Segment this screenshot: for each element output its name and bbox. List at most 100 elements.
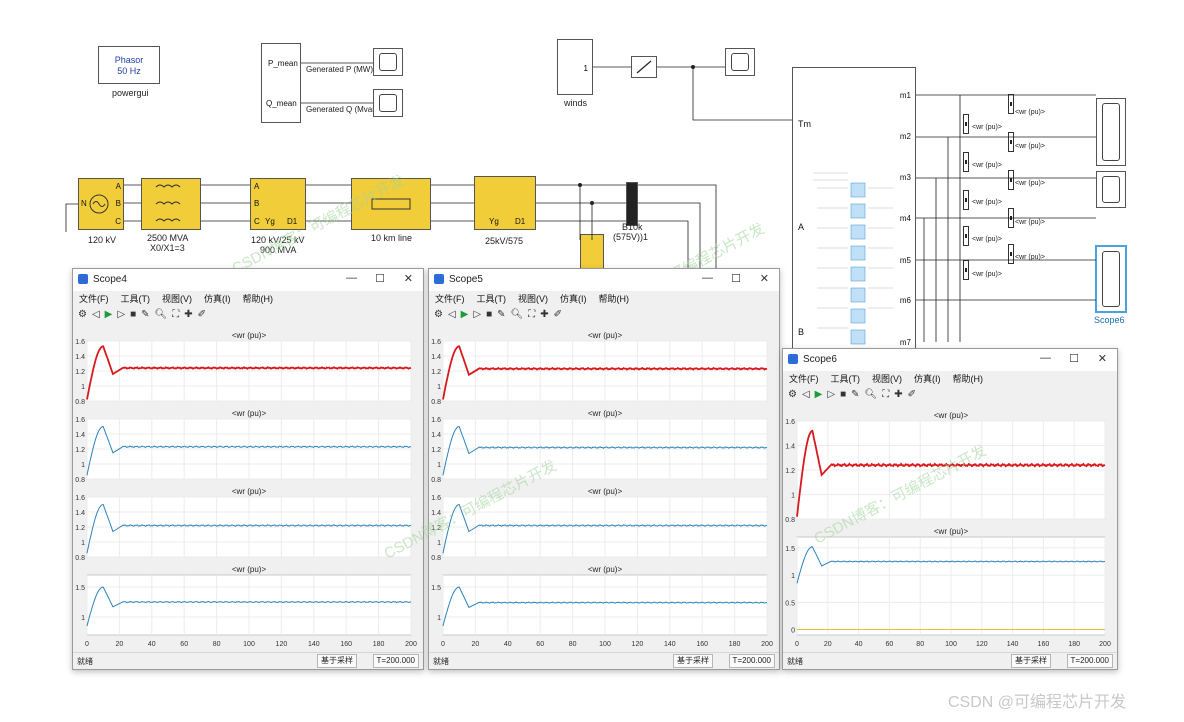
menu-simulation[interactable]: 仿真(I) xyxy=(560,294,587,304)
menu-help[interactable]: 帮助(H) xyxy=(952,374,984,384)
run-icon[interactable]: ▶ xyxy=(460,309,469,320)
scope4-window[interactable]: Scope4 — ☐ ✕ 文件(F) 工具(T) 视图(V) 仿真(I) 帮助(H) ⚙… xyxy=(72,268,424,670)
gear-icon[interactable]: ⚙ xyxy=(434,309,443,320)
selector-2[interactable] xyxy=(963,114,969,134)
fit-icon[interactable]: ⛶ xyxy=(882,389,890,400)
menu-view[interactable]: 视图(V) xyxy=(162,294,192,304)
menu-tools[interactable]: 工具(T) xyxy=(830,374,861,384)
run-icon[interactable]: ▶ xyxy=(104,309,113,320)
minimize-icon[interactable]: — xyxy=(702,272,713,284)
scope-right-3-icon[interactable] xyxy=(1095,245,1127,313)
transformer-25kv-575-block[interactable]: Yg D1 xyxy=(474,176,536,230)
scope-wind-icon[interactable] xyxy=(725,48,755,76)
scope-panel[interactable]: <wr (pu)>0.811.21.41.6 xyxy=(75,487,412,562)
selector-8[interactable] xyxy=(963,226,969,246)
line-10km-block[interactable] xyxy=(351,178,431,230)
selector-6[interactable] xyxy=(963,190,969,210)
step-forward-icon[interactable]: ▷ xyxy=(473,309,482,320)
selector-4[interactable] xyxy=(963,152,969,172)
step-back-icon[interactable]: ◁ xyxy=(801,389,810,400)
cursor-icon[interactable]: ✚ xyxy=(540,309,549,320)
step-forward-icon[interactable]: ▷ xyxy=(827,389,836,400)
step-back-icon[interactable]: ◁ xyxy=(91,309,100,320)
scope5-titlebar[interactable]: Scope5 — ☐ ✕ xyxy=(429,269,779,291)
maximize-icon[interactable]: ☐ xyxy=(731,273,741,285)
scope6-window[interactable]: Scope6 — ☐ ✕ 文件(F) 工具(T) 视图(V) 仿真(I) 帮助(H) ⚙… xyxy=(782,348,1118,670)
run-icon[interactable]: ▶ xyxy=(814,389,823,400)
zoom-icon[interactable]: 🔍︎ xyxy=(154,309,168,320)
selector-9[interactable] xyxy=(1008,244,1014,264)
scope-p-icon[interactable] xyxy=(373,48,403,76)
menu-simulation[interactable]: 仿真(I) xyxy=(914,374,941,384)
winds-block[interactable]: 1 xyxy=(557,39,593,95)
source-port-b: B xyxy=(115,199,121,208)
wind-farm-subsystem[interactable]: Tm A B m1 m2 m3 m4 m5 m6 m7 xyxy=(792,67,916,357)
selector-1[interactable] xyxy=(1008,94,1014,114)
minimize-icon[interactable]: — xyxy=(1040,352,1051,364)
zoom-icon[interactable]: 🔍︎ xyxy=(864,389,878,400)
edit-icon[interactable]: ✐ xyxy=(553,309,562,320)
scope-panel[interactable]: <wr (pu)>0.811.21.41.6 xyxy=(431,487,768,562)
menu-file[interactable]: 文件(F) xyxy=(435,294,465,304)
maximize-icon[interactable]: ☐ xyxy=(1069,353,1079,365)
highlight-icon[interactable]: ✎ xyxy=(497,309,506,320)
pq-mean-block[interactable]: P_mean Q_mean xyxy=(261,43,301,123)
selector-10[interactable] xyxy=(963,260,969,280)
selector-3[interactable] xyxy=(1008,132,1014,152)
cursor-icon[interactable]: ✚ xyxy=(184,309,193,320)
stop-icon[interactable]: ■ xyxy=(486,309,493,320)
step-forward-icon[interactable]: ▷ xyxy=(117,309,126,320)
powergui-block[interactable]: Phasor 50 Hz xyxy=(98,46,160,84)
scope5-plot-area[interactable]: <wr (pu)>0.811.21.41.6<wr (pu)>0.811.21.… xyxy=(429,327,779,653)
scope6-plot-area[interactable]: <wr (pu)>0.811.21.41.6<wr (pu)>00.511.50… xyxy=(783,407,1117,653)
gear-icon[interactable]: ⚙ xyxy=(788,389,797,400)
breaker-b10k-block[interactable] xyxy=(626,182,638,226)
edit-icon[interactable]: ✐ xyxy=(197,309,206,320)
scope-panel[interactable]: <wr (pu)>0.811.21.41.6 xyxy=(75,331,412,406)
scope4-titlebar[interactable]: Scope4 — ☐ ✕ xyxy=(73,269,423,291)
fit-icon[interactable]: ⛶ xyxy=(172,309,180,320)
highlight-icon[interactable]: ✎ xyxy=(141,309,150,320)
menu-help[interactable]: 帮助(H) xyxy=(598,294,630,304)
menu-view[interactable]: 视图(V) xyxy=(518,294,548,304)
menu-help[interactable]: 帮助(H) xyxy=(242,294,274,304)
transformer-120-25kv-block[interactable]: A B C Yg D1 xyxy=(250,178,306,230)
menu-view[interactable]: 视图(V) xyxy=(872,374,902,384)
scope-right-2-icon[interactable] xyxy=(1096,171,1126,208)
menu-simulation[interactable]: 仿真(I) xyxy=(204,294,231,304)
highlight-icon[interactable]: ✎ xyxy=(851,389,860,400)
scope-panel[interactable]: <wr (pu)>0.811.21.41.6 xyxy=(431,409,768,484)
step-back-icon[interactable]: ◁ xyxy=(447,309,456,320)
menu-tools[interactable]: 工具(T) xyxy=(120,294,151,304)
scope-q-icon[interactable] xyxy=(373,89,403,117)
scope-panel[interactable]: <wr (pu)>0.811.21.41.6 xyxy=(785,411,1106,524)
menu-file[interactable]: 文件(F) xyxy=(79,294,109,304)
gear-icon[interactable]: ⚙ xyxy=(78,309,87,320)
close-icon[interactable]: ✕ xyxy=(403,273,413,285)
stop-icon[interactable]: ■ xyxy=(840,389,847,400)
menu-tools[interactable]: 工具(T) xyxy=(476,294,507,304)
scope-panel[interactable]: <wr (pu)>0.811.21.41.6 xyxy=(75,409,412,484)
close-icon[interactable]: ✕ xyxy=(1097,353,1107,365)
transformer-2500mva-block[interactable] xyxy=(141,178,201,230)
fit-icon[interactable]: ⛶ xyxy=(528,309,536,320)
scope-right-1-icon[interactable] xyxy=(1096,98,1126,166)
scope4-plot-area[interactable]: <wr (pu)>0.811.21.41.6<wr (pu)>0.811.21.… xyxy=(73,327,423,653)
minimize-icon[interactable]: — xyxy=(346,272,357,284)
cursor-icon[interactable]: ✚ xyxy=(894,389,903,400)
zoom-icon[interactable]: 🔍︎ xyxy=(510,309,524,320)
maximize-icon[interactable]: ☐ xyxy=(375,273,385,285)
selector-5[interactable] xyxy=(1008,170,1014,190)
scope6-titlebar[interactable]: Scope6 — ☐ ✕ xyxy=(783,349,1117,371)
scope5-window[interactable]: Scope5 — ☐ ✕ 文件(F) 工具(T) 视图(V) 仿真(I) 帮助(H) ⚙… xyxy=(428,268,780,670)
scope-panel[interactable]: <wr (pu)>0.811.21.41.6 xyxy=(431,331,768,406)
close-icon[interactable]: ✕ xyxy=(759,273,769,285)
source-120kv-block[interactable]: A B C N xyxy=(78,178,124,230)
edit-icon[interactable]: ✐ xyxy=(907,389,916,400)
menu-file[interactable]: 文件(F) xyxy=(789,374,819,384)
stop-icon[interactable]: ■ xyxy=(130,309,137,320)
rate-limiter-block[interactable] xyxy=(631,56,657,78)
